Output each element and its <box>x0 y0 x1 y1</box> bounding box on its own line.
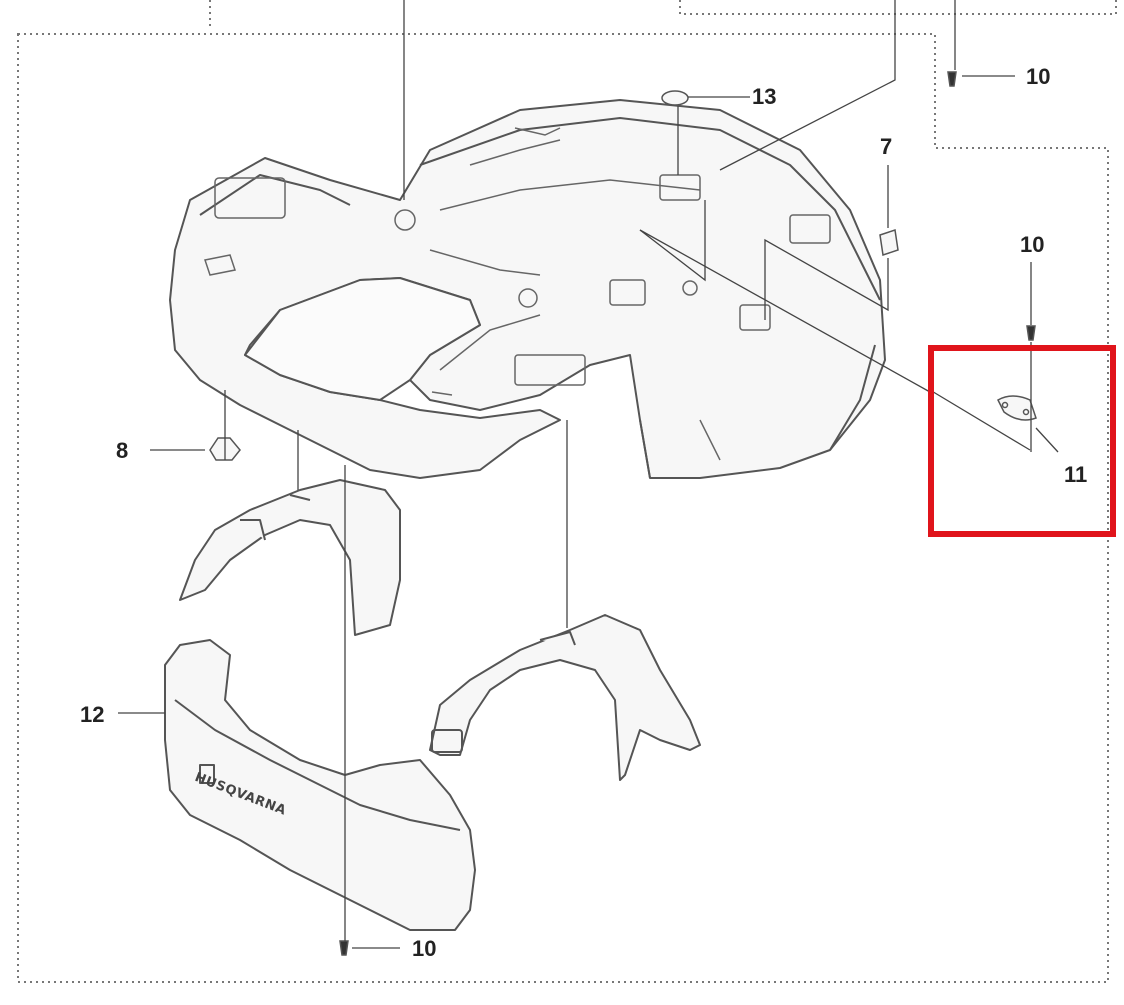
callout-8: 8 <box>116 438 129 463</box>
screw-10-right <box>1026 325 1036 341</box>
callout-10-bottom: 10 <box>412 936 437 961</box>
callout-12: 12 <box>80 702 105 727</box>
front-bumper <box>164 639 476 931</box>
cover-details <box>204 127 831 461</box>
callout-10-right: 10 <box>1020 232 1045 257</box>
callout-10-top-right: 10 <box>1026 64 1051 89</box>
small-parts <box>209 71 1037 956</box>
part-13-plug <box>661 90 689 106</box>
right-wheel-arch <box>429 614 701 781</box>
part-7-clip <box>879 229 899 256</box>
left-wheel-arch <box>179 479 401 636</box>
callout-7: 7 <box>880 134 893 159</box>
highlight-box-part-11 <box>928 345 1116 537</box>
dotted-group-boundary <box>17 0 1117 983</box>
screw-10-bottom <box>339 940 349 956</box>
leader-lines <box>118 0 1059 949</box>
callout-13: 13 <box>752 84 777 109</box>
screw-10-top-right <box>947 71 957 87</box>
callout-11: 11 <box>1064 462 1088 487</box>
